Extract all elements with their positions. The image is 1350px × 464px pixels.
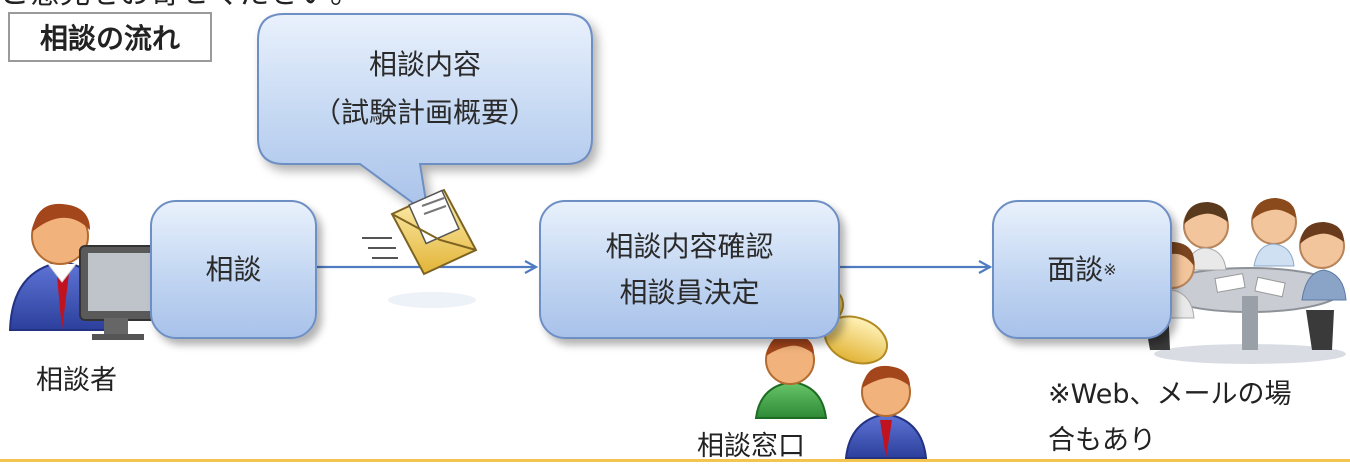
window-staff-green-icon	[754, 333, 828, 419]
caption-note-line-1: ※Web、メールの場	[1048, 379, 1292, 410]
section-label: 相談の流れ	[8, 12, 212, 62]
bubble-line-1: 相談内容	[368, 48, 481, 81]
step-confirm-line-2: 相談員決定	[619, 275, 760, 309]
caption-note: ※Web、メールの場 合もあり	[1048, 372, 1292, 464]
top-cut-text: ご意見をお寄せください。	[0, 0, 360, 12]
bottom-divider	[0, 459, 1350, 462]
step-interview-box: 面談※	[992, 200, 1172, 339]
caption-note-line-2: 合もあり	[1048, 425, 1156, 456]
bubble-line-2: （試験計画概要）	[312, 96, 537, 129]
speech-bubble	[257, 13, 593, 217]
step-consult-box: 相談	[150, 200, 317, 339]
window-staff-blue-icon	[844, 365, 928, 459]
step-confirm-line-1: 相談内容確認	[605, 229, 774, 263]
consultant-person-icon	[8, 203, 163, 340]
meeting-group-icon	[1142, 198, 1347, 364]
step-confirm-box: 相談内容確認 相談員決定	[539, 200, 840, 339]
step-consult-label: 相談	[205, 252, 262, 286]
step-interview-label: 面談	[1047, 252, 1104, 286]
speech-bubble-text: 相談内容 （試験計画概要）	[258, 14, 592, 164]
caption-consult-window: 相談窓口	[697, 431, 805, 462]
envelope-icon	[362, 188, 478, 308]
caption-consultant: 相談者	[36, 365, 117, 396]
step-interview-mark: ※	[1103, 259, 1117, 279]
